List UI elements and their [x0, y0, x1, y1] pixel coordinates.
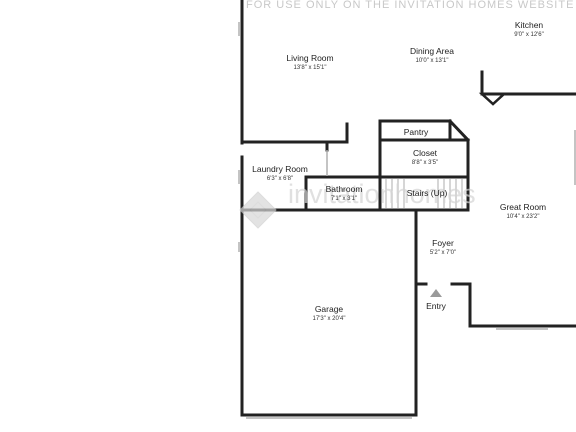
- room-name: Dining Area: [410, 46, 454, 56]
- room-laundry: Laundry Room 6'3" x 6'8": [252, 164, 308, 182]
- room-dims: 13'8" x 15'1": [294, 65, 327, 71]
- room-entry: Entry: [426, 301, 447, 311]
- watermark-logo: invitationhomes: [239, 179, 476, 229]
- room-dims: 10'4" x 23'2": [507, 214, 540, 220]
- room-dims: 5'2" x 7'0": [430, 250, 456, 256]
- room-great-room: Great Room 10'4" x 23'2": [500, 202, 546, 220]
- room-closet: Closet 8'8" x 3'5": [412, 148, 438, 166]
- house-logo-icon: [239, 191, 277, 229]
- walls: [240, 0, 576, 417]
- wall-pantry-diagonal: [447, 118, 471, 143]
- room-dining: Dining Area 10'0" x 13'1": [410, 46, 454, 64]
- room-foyer: Foyer 5'2" x 7'0": [430, 238, 456, 256]
- room-dims: 6'3" x 6'8": [267, 176, 293, 182]
- room-name: Pantry: [404, 127, 429, 137]
- room-garage: Garage 17'3" x 20'4": [313, 304, 346, 322]
- room-name: Garage: [315, 304, 344, 314]
- room-dims: 8'8" x 3'5": [412, 160, 438, 166]
- openings: [238, 22, 576, 419]
- watermark-logo-text: invitationhomes: [288, 179, 476, 209]
- room-name: Kitchen: [515, 20, 544, 30]
- room-living: Living Room 13'8" x 15'1": [286, 53, 333, 71]
- room-stairs: Stairs (Up): [407, 188, 448, 198]
- room-bathroom: Bathroom 7'1" x 3'1": [326, 184, 363, 202]
- room-name: Stairs (Up): [407, 188, 448, 198]
- kitchen-counter-corner: [478, 92, 508, 106]
- room-dims: 7'1" x 3'1": [331, 196, 357, 202]
- room-kitchen: Kitchen 9'0" x 12'6": [514, 20, 544, 38]
- room-dims: 10'0" x 13'1": [416, 58, 449, 64]
- room-name: Bathroom: [326, 184, 363, 194]
- entry-arrow-icon: [430, 289, 442, 297]
- room-name: Foyer: [432, 238, 454, 248]
- stairs-treads: [385, 179, 463, 208]
- room-name: Laundry Room: [252, 164, 308, 174]
- room-name: Great Room: [500, 202, 546, 212]
- room-pantry: Pantry: [404, 127, 429, 137]
- room-name: Living Room: [286, 53, 333, 63]
- room-dims: 9'0" x 12'6": [514, 32, 544, 38]
- room-name: Entry: [426, 301, 447, 311]
- watermark-banner: FOR USE ONLY ON THE INVITATION HOMES WEB…: [246, 0, 574, 11]
- room-dims: 17'3" x 20'4": [313, 316, 346, 322]
- room-name: Closet: [413, 148, 438, 158]
